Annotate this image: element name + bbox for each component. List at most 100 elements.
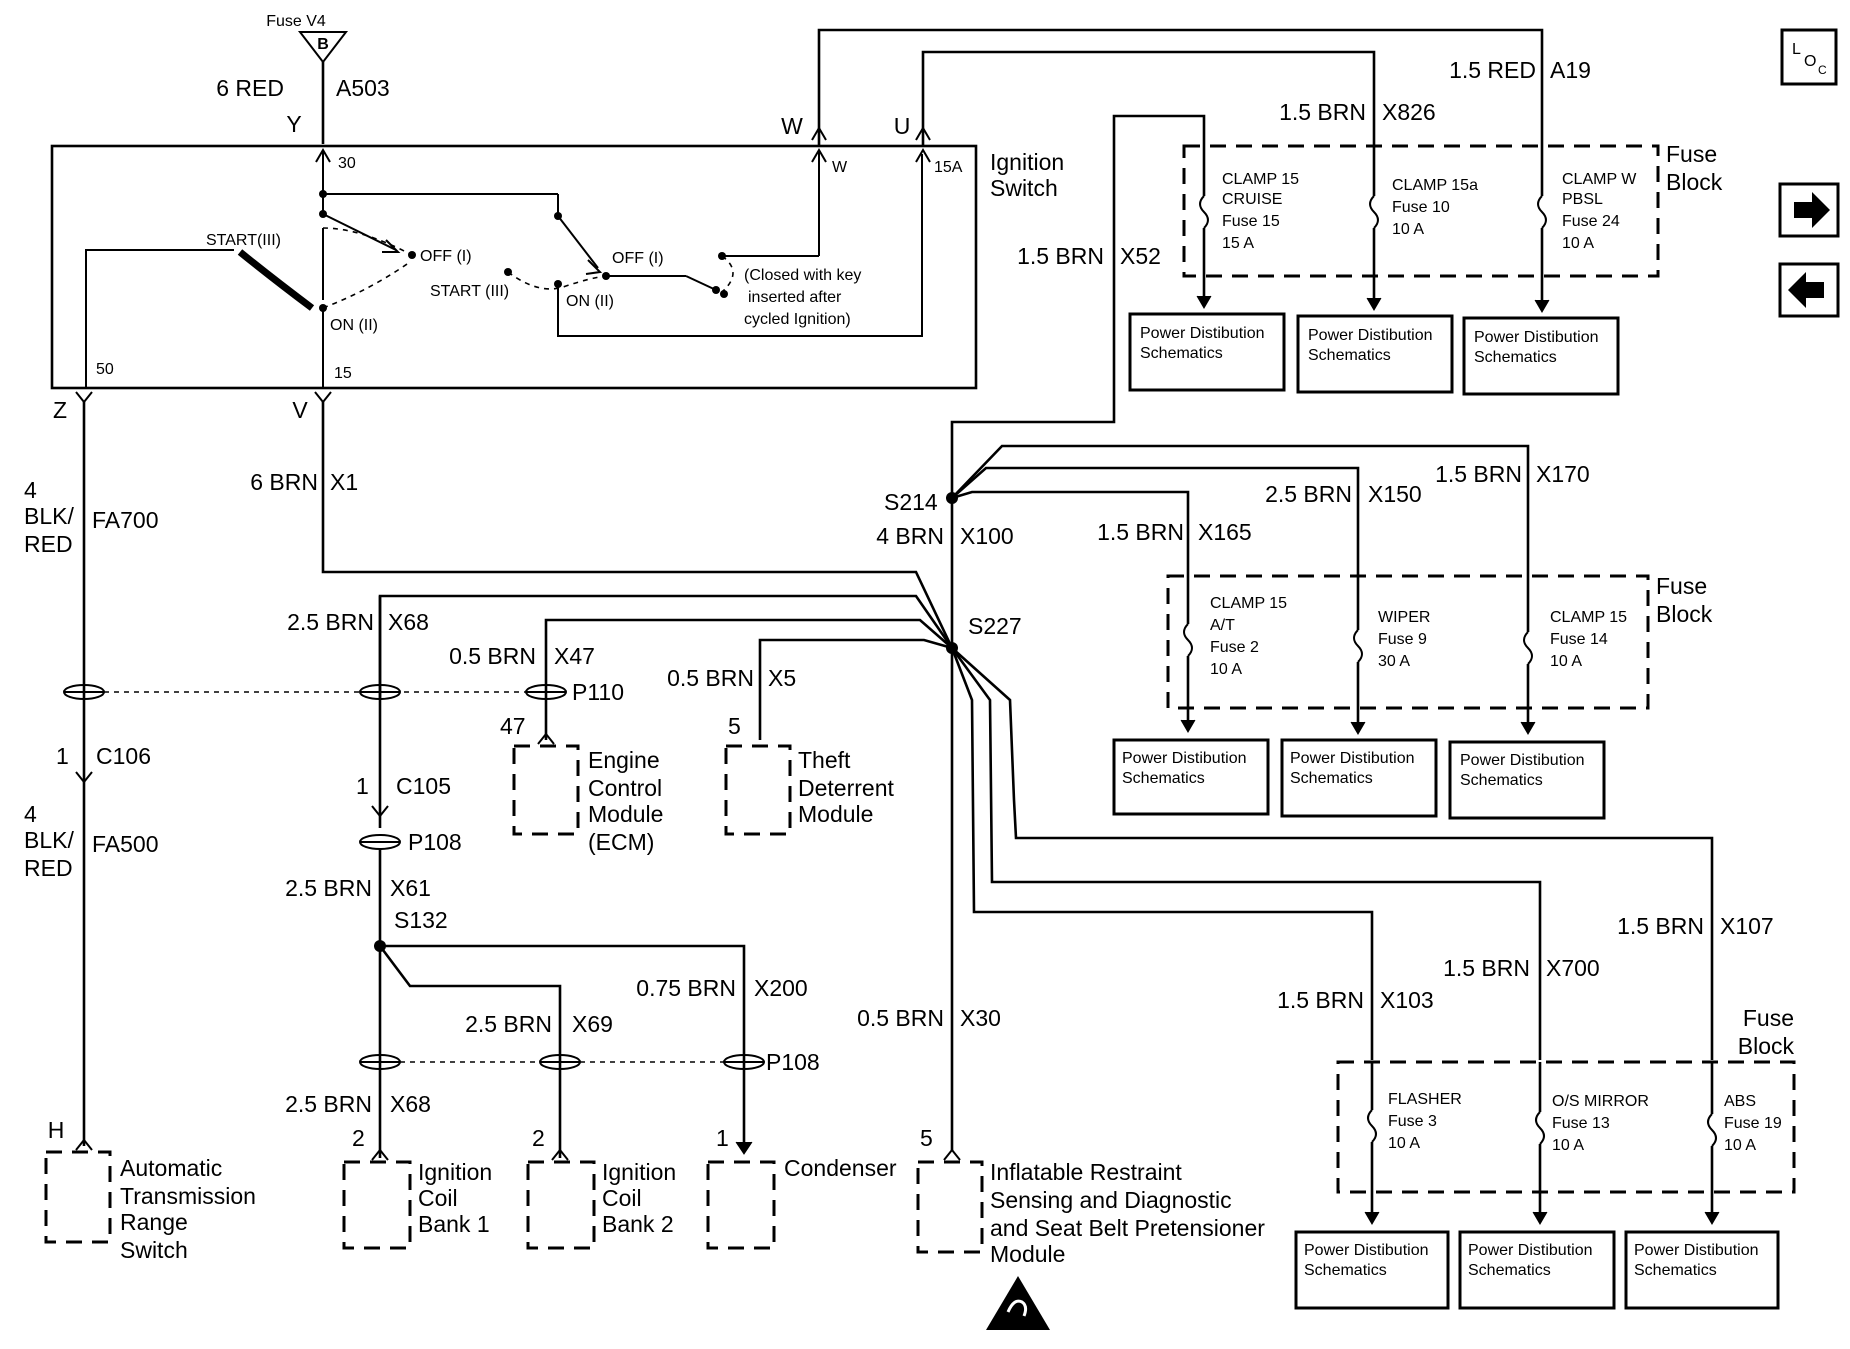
x150-wire	[951, 466, 1360, 578]
note-1: (Closed with key	[744, 267, 861, 284]
fuse-top-2-line-1: CLAMP 15a	[1392, 177, 1478, 194]
power-dist-bot-1[interactable]: Power Distibution Schematics	[1294, 1230, 1450, 1310]
x1-wire	[321, 402, 954, 649]
pos-on-2: ON (II)	[566, 293, 614, 310]
pd-mid-2-line-2: Schematics	[1290, 770, 1373, 787]
fuse-block-mid-label-2: Block	[1656, 601, 1713, 627]
fuse-top-1: CLAMP 15 CRUISE Fuse 15 15 A	[1196, 146, 1299, 309]
ecm-box	[512, 744, 580, 836]
x165-gauge: 1.5 BRN	[1097, 519, 1184, 545]
trans-name-4: Switch	[120, 1237, 188, 1263]
coil2-name-1: Ignition	[602, 1159, 676, 1185]
s214-label: S214	[884, 489, 938, 515]
fuse-top-1-line-1: CLAMP 15	[1222, 171, 1299, 188]
power-dist-mid-3[interactable]: Power Distibution Schematics	[1448, 740, 1606, 820]
theft-box	[724, 744, 792, 836]
pd-top-3-line-1: Power Distibution	[1474, 329, 1599, 346]
condenser-name: Condenser	[784, 1155, 897, 1181]
p110-label: P110	[572, 679, 624, 705]
ecm-name-3: Module	[588, 801, 663, 827]
ecm-name-1: Engine	[588, 747, 660, 773]
x150-circuit: X150	[1368, 481, 1422, 507]
fuse-top-3-line-2: PBSL	[1562, 191, 1603, 208]
fuse-top-2-line-2: Fuse 10	[1392, 199, 1450, 216]
c105-pin: 1	[356, 773, 369, 799]
fuse-bot-2-line-3: 10 A	[1552, 1137, 1584, 1154]
fa500-gauge-3: RED	[24, 855, 73, 881]
airbag-name-1: Inflatable Restraint	[990, 1159, 1182, 1185]
ecm-name-4: (ECM)	[588, 829, 654, 855]
x165-circuit: X165	[1198, 519, 1252, 545]
x103-gauge: 1.5 BRN	[1277, 987, 1364, 1013]
airbag-box	[916, 1160, 984, 1254]
fuse-top-2: CLAMP 15a Fuse 10 10 A	[1366, 146, 1478, 311]
coil1-name-2: Coil	[418, 1185, 458, 1211]
x170-gauge: 1.5 BRN	[1435, 461, 1522, 487]
power-dist-top-3[interactable]: Power Distibution Schematics	[1462, 316, 1620, 396]
x170-wire	[951, 444, 1530, 578]
pd-top-2-line-2: Schematics	[1308, 347, 1391, 364]
power-dist-bot-2[interactable]: Power Distibution Schematics	[1458, 1230, 1616, 1310]
loc-button[interactable]: L O C	[1780, 28, 1838, 86]
switch-internals: OFF (I) START(III) ON (II) START (III) O…	[85, 150, 923, 388]
pos-on-1: ON (II)	[330, 317, 378, 334]
fuse-v4-label: Fuse V4	[266, 13, 326, 30]
prev-page-button[interactable]	[1778, 262, 1840, 318]
theft-name-1: Theft	[798, 747, 851, 773]
power-dist-mid-2[interactable]: Power Distibution Schematics	[1280, 738, 1438, 818]
pin-z: Z	[53, 397, 67, 423]
coil1-name-3: Bank 1	[418, 1211, 490, 1237]
power-dist-top-2[interactable]: Power Distibution Schematics	[1296, 314, 1454, 394]
warning-triangle-icon	[986, 1276, 1050, 1330]
coil-bank-2-box	[526, 1160, 596, 1250]
loc-letter-c: C	[1818, 63, 1827, 77]
airbag-name-3: and Seat Belt Pretensioner	[990, 1215, 1265, 1241]
pd-top-1-line-1: Power Distibution	[1140, 325, 1265, 342]
pd-mid-1-line-1: Power Distibution	[1122, 750, 1247, 767]
fuse-top-3: CLAMP W PBSL Fuse 24 10 A	[1534, 146, 1637, 313]
x69-circuit: X69	[572, 1011, 613, 1037]
power-dist-top-1[interactable]: Power Distibution Schematics	[1128, 312, 1286, 392]
note-3: cycled Ignition)	[744, 311, 851, 328]
fa500-gauge-1: 4	[24, 801, 37, 827]
coil2-name-2: Coil	[602, 1185, 642, 1211]
p108b-label: P108	[766, 1049, 820, 1075]
coil2-pin: 2	[532, 1125, 545, 1151]
t15a-label: 15A	[934, 159, 963, 176]
pd-mid-3-line-1: Power Distibution	[1460, 752, 1585, 769]
c106-name: C106	[96, 743, 151, 769]
fuse-bot-3-line-1: ABS	[1724, 1093, 1756, 1110]
fuse-block-bottom	[1336, 1060, 1796, 1194]
fuse-block-top-label-1: Fuse	[1666, 141, 1717, 167]
t15-label: 15	[334, 365, 352, 382]
airbag-name-2: Sensing and Diagnostic	[990, 1187, 1232, 1213]
fuse-mid-3: CLAMP 15 Fuse 14 10 A	[1520, 578, 1627, 735]
ignition-switch-title-1: Ignition	[990, 149, 1064, 175]
s227-label: S227	[968, 613, 1022, 639]
x107-gauge: 1.5 BRN	[1617, 913, 1704, 939]
x52-circuit: X52	[1120, 243, 1161, 269]
fuse-top-2-line-3: 10 A	[1392, 221, 1424, 238]
trans-switch-box	[44, 1150, 112, 1244]
x52-gauge: 1.5 BRN	[1017, 243, 1104, 269]
power-dist-mid-1[interactable]: Power Distibution Schematics	[1112, 738, 1270, 816]
power-dist-bot-3[interactable]: Power Distibution Schematics	[1624, 1230, 1780, 1310]
next-page-button[interactable]	[1778, 182, 1840, 238]
x68a-circuit: X68	[388, 609, 429, 635]
x1-gauge: 6 BRN	[250, 469, 318, 495]
fuse-source-letter: B	[317, 36, 329, 53]
x47-gauge: 0.5 BRN	[449, 643, 536, 669]
fuse-block-bot-label-2: Block	[1738, 1033, 1795, 1059]
pos-off-2: OFF (I)	[612, 250, 664, 267]
fa700-gauge-2: BLK/	[24, 503, 74, 529]
a503-gauge: 6 RED	[216, 75, 284, 101]
t30-label: 30	[338, 155, 356, 172]
pd-bot-2-line-1: Power Distibution	[1468, 1242, 1593, 1259]
condenser-box	[706, 1160, 776, 1250]
pos-start-2: START (III)	[430, 283, 509, 300]
x30-circuit: X30	[960, 1005, 1001, 1031]
x165-wire	[951, 490, 1190, 578]
fa700-gauge-3: RED	[24, 531, 73, 557]
x5-circuit: X5	[768, 665, 796, 691]
